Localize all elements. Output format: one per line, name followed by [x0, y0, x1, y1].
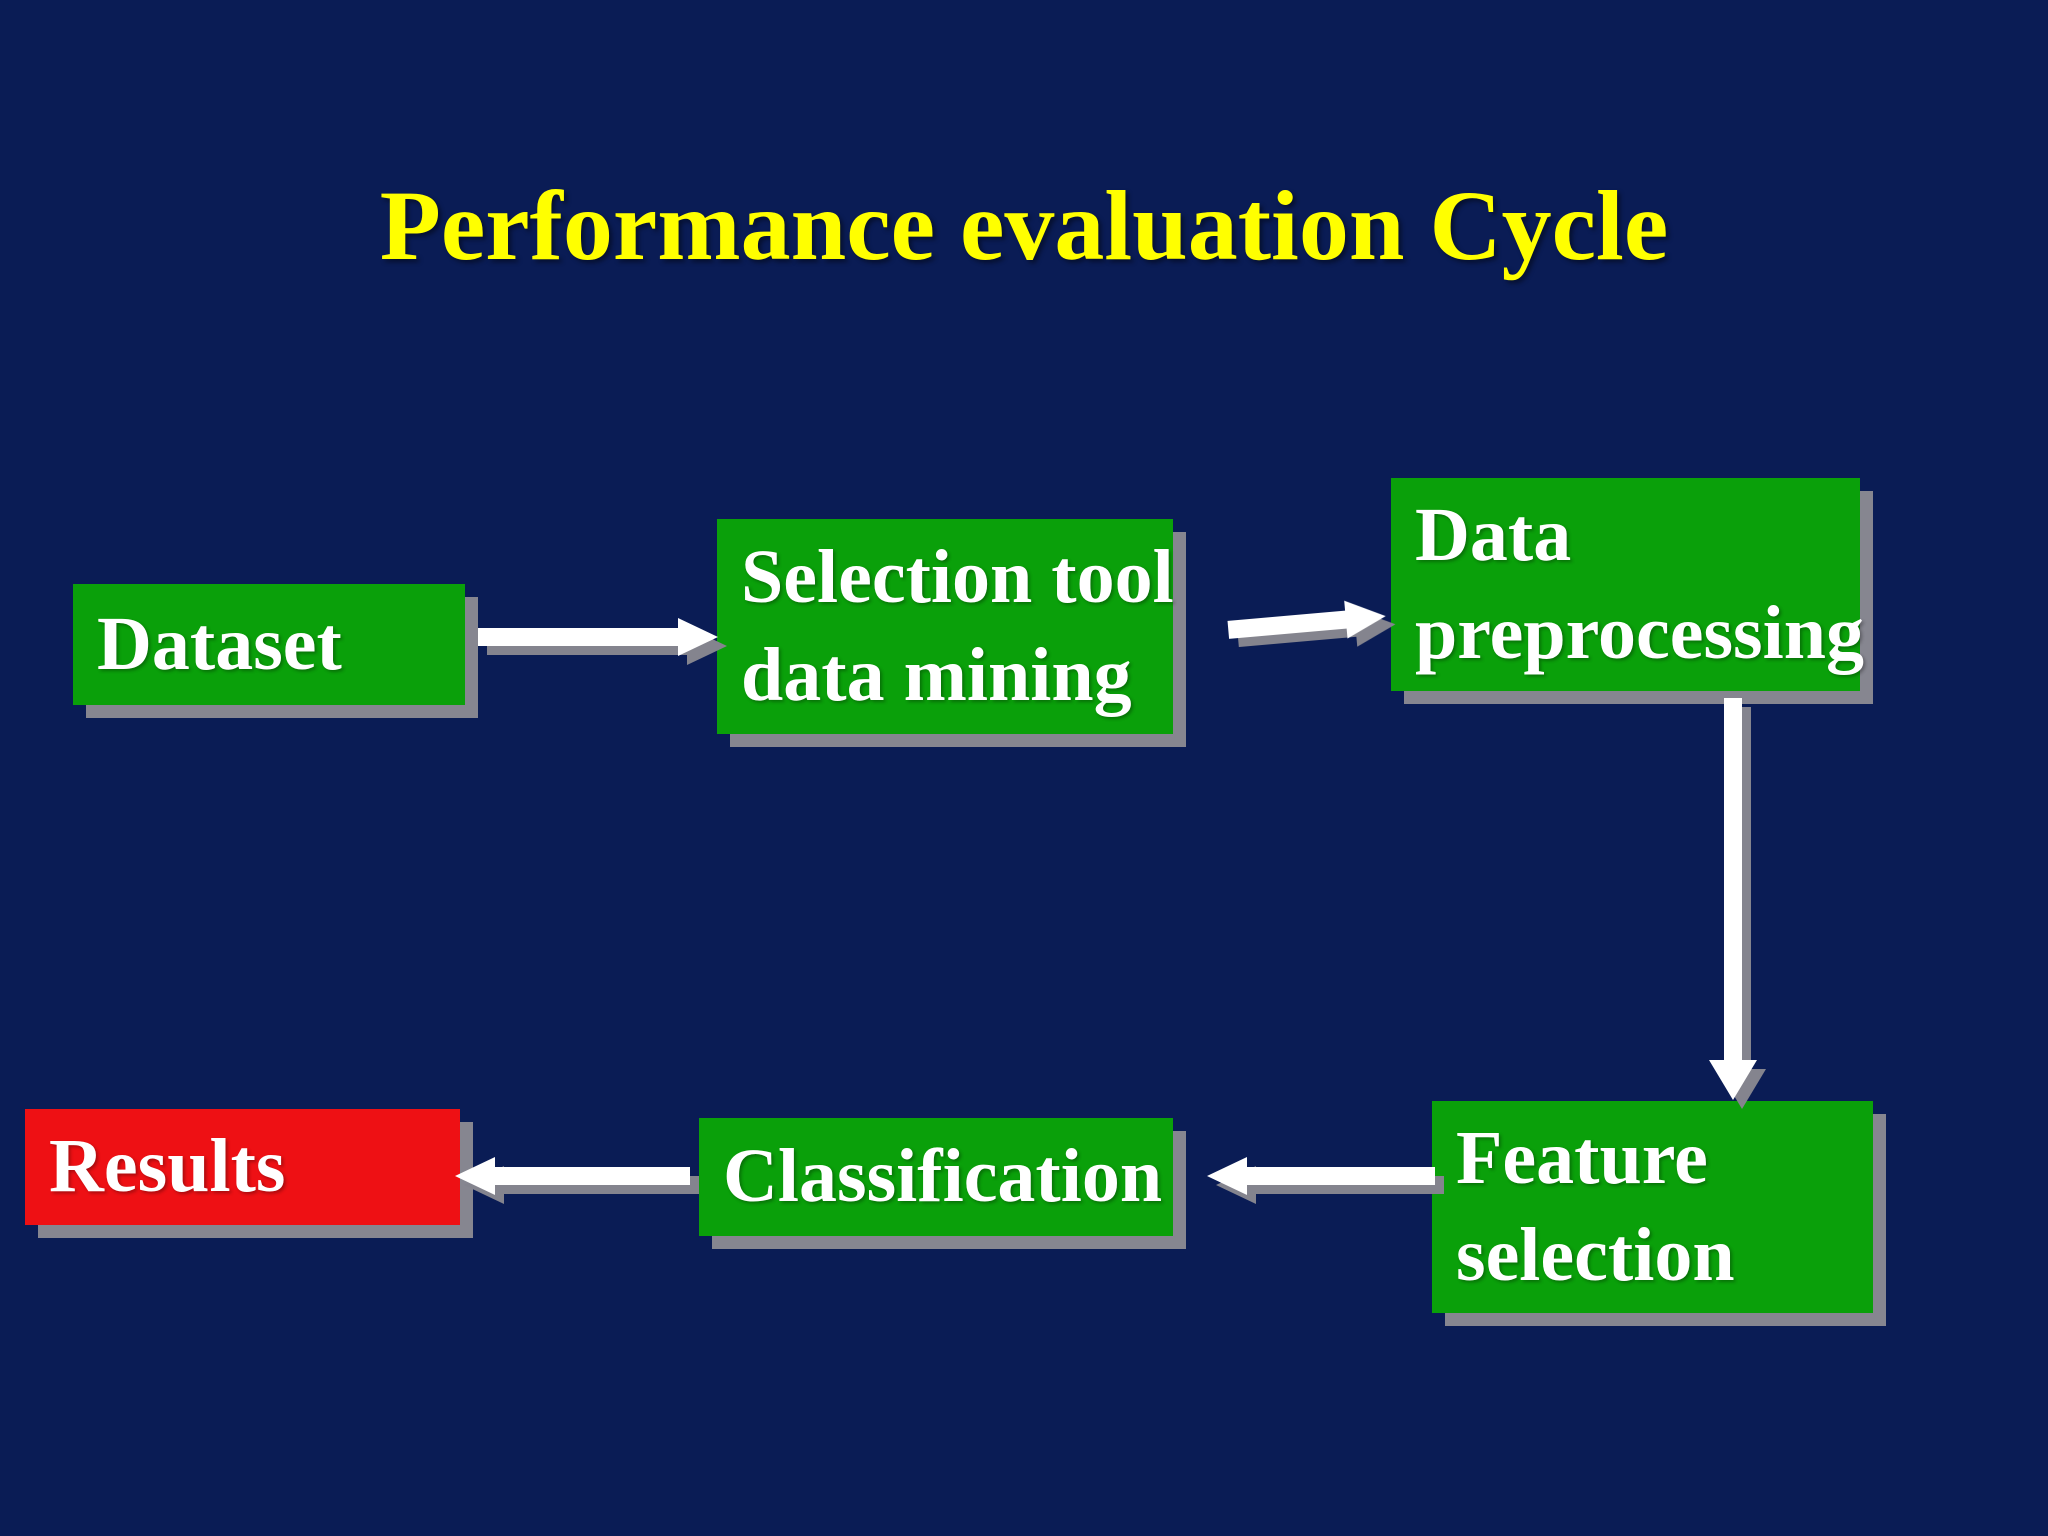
node-feature-selection-label-line1: Feature [1456, 1115, 1708, 1200]
node-selection-tool-label-line1: Selection tool [741, 535, 1174, 620]
node-feature-selection: Feature selection [1432, 1101, 1873, 1313]
arrow-dataset-to-selection-tool-icon [478, 618, 718, 656]
arrow-shaft [1227, 610, 1347, 639]
node-selection-tool-data-mining: Selection tool data mining [717, 519, 1174, 734]
node-dataset: Dataset [73, 584, 465, 705]
arrow-head-left-icon [1207, 1157, 1247, 1195]
arrow-head-right-icon [678, 618, 718, 656]
arrow-shaft [1724, 698, 1742, 1060]
node-results: Results [25, 1109, 460, 1225]
node-classification: Classification [699, 1118, 1173, 1236]
node-data-preprocessing-label-line2: preprocessing [1415, 590, 1864, 675]
node-data-preprocessing: Data preprocessing [1391, 478, 1864, 691]
arrow-head-left-icon [455, 1157, 495, 1195]
slide-title: Performance evaluation Cycle [379, 170, 1669, 281]
node-selection-tool-label-line2: data mining [741, 632, 1132, 717]
arrow-head-down-icon [1709, 1060, 1757, 1100]
arrow-classification-to-results-icon [455, 1157, 690, 1195]
arrow-head-right-icon [1344, 597, 1388, 639]
node-dataset-label: Dataset [97, 601, 342, 686]
arrow-shaft [495, 1167, 690, 1185]
arrow-feature-selection-to-classification-icon [1207, 1157, 1435, 1195]
node-results-label: Results [49, 1124, 286, 1209]
arrow-shaft [478, 628, 678, 646]
arrow-preprocessing-to-feature-selection-icon [1709, 698, 1757, 1100]
node-classification-label: Classification [723, 1134, 1163, 1219]
arrow-shaft [1247, 1167, 1435, 1185]
node-data-preprocessing-label-line1: Data [1415, 493, 1572, 578]
arrow-selection-tool-to-preprocessing-icon [1227, 597, 1388, 649]
node-feature-selection-label-line2: selection [1456, 1213, 1735, 1297]
